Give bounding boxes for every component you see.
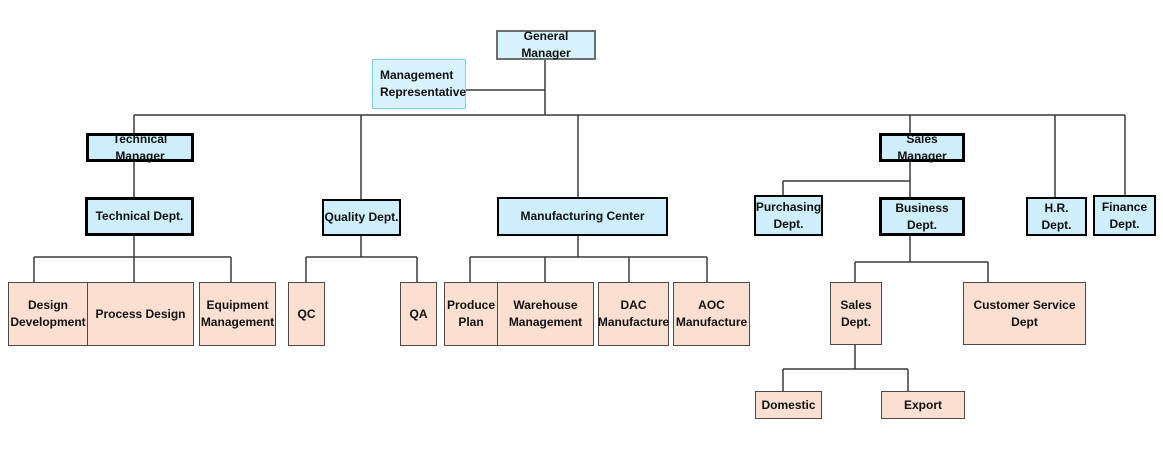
qa-box: QA <box>400 282 437 346</box>
finance-dept-box: Finance Dept. <box>1093 195 1156 236</box>
quality-dept-box: Quality Dept. <box>322 199 401 236</box>
sales-dept-box: Sales Dept. <box>830 282 882 345</box>
export-box: Export <box>881 391 965 419</box>
hr-dept-label: H.R. Dept. <box>1041 200 1072 232</box>
dac-manufacture-box: DAC Manufacture <box>598 282 669 346</box>
quality-dept-label: Quality Dept. <box>324 210 399 224</box>
domestic-label: Domestic <box>761 397 816 412</box>
technical-dept-label: Technical Dept. <box>95 209 184 223</box>
manufacturing-center-box: Manufacturing Center <box>497 197 668 236</box>
purchasing-dept-label: Purchasing Dept. <box>755 199 822 231</box>
dac-manufacture-label: DAC Manufacture <box>597 298 670 329</box>
customer-service-dept-box: Customer Service Dept <box>963 282 1086 345</box>
export-label: Export <box>903 397 942 412</box>
equipment-management-box: Equipment Management <box>199 282 276 346</box>
customer-service-dept-label: Customer Service Dept <box>973 297 1076 329</box>
produce-plan-label: Produce Plan <box>446 298 495 329</box>
general-manager-box: General Manager <box>496 29 596 60</box>
design-development-box: Design Development <box>8 282 88 346</box>
domestic-box: Domestic <box>755 391 822 419</box>
design-development-label: Design Development <box>10 298 86 329</box>
aoc-manufacture-box: AOC Manufacture <box>673 282 750 346</box>
qa-label: QA <box>409 306 428 321</box>
management-representative-label: Management Representative <box>380 68 467 99</box>
technical-manager-box: Technical Manager <box>86 131 194 163</box>
sales-manager-box: Sales Manager <box>879 131 965 163</box>
purchasing-dept-box: Purchasing Dept. <box>754 195 823 236</box>
technical-dept-box: Technical Dept. <box>85 197 194 236</box>
warehouse-management-box: Warehouse Management <box>497 282 594 346</box>
sales-dept-label: Sales Dept. <box>840 297 872 329</box>
general-manager-label: General Manager <box>521 29 571 60</box>
business-dept-box: Business Dept. <box>879 197 965 236</box>
process-design-box: Process Design <box>87 282 194 346</box>
qc-label: QC <box>297 306 316 321</box>
hr-dept-box: H.R. Dept. <box>1026 197 1087 236</box>
equipment-management-label: Equipment Management <box>200 298 275 329</box>
process-design-label: Process Design <box>95 306 186 321</box>
finance-dept-label: Finance Dept. <box>1101 199 1148 231</box>
aoc-manufacture-label: AOC Manufacture <box>675 298 748 329</box>
qc-box: QC <box>288 282 325 346</box>
produce-plan-box: Produce Plan <box>444 282 498 346</box>
technical-manager-label: Technical Manager <box>112 131 168 163</box>
warehouse-management-label: Warehouse Management <box>508 298 583 329</box>
business-dept-label: Business Dept. <box>895 200 949 232</box>
sales-manager-label: Sales Manager <box>897 131 947 163</box>
manufacturing-center-label: Manufacturing Center <box>520 209 645 223</box>
management-representative-box: Management Representative <box>372 59 466 109</box>
